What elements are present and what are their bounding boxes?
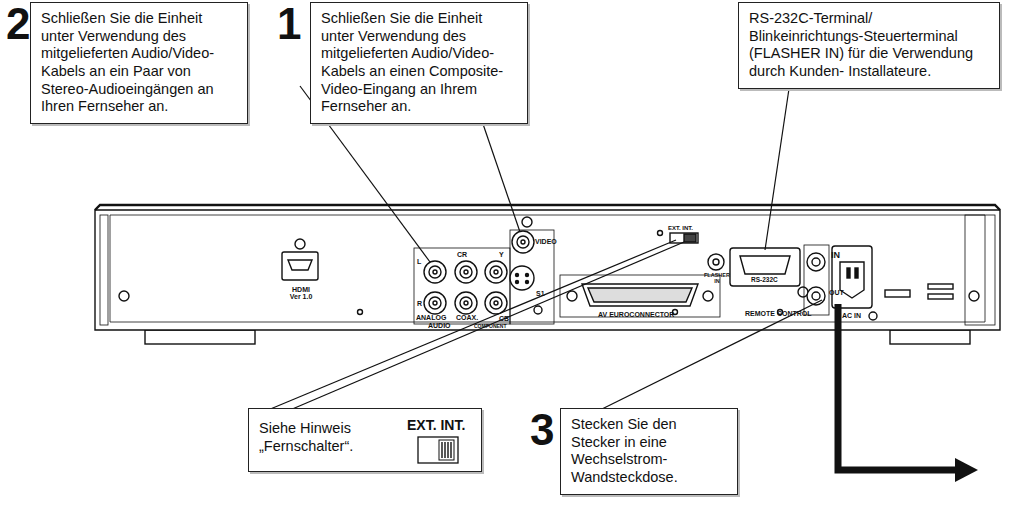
callout-number: 2	[6, 2, 30, 46]
callout-box: RS-232C-Terminal/ Blinkeinrichtungs-Steu…	[738, 2, 1000, 89]
panel-label: CB	[499, 315, 509, 322]
callout-text: Schließen Sie die Einheit unter Verwendu…	[321, 10, 517, 116]
panel-label: VIDEO	[535, 238, 557, 245]
panel-label: AUDIO	[428, 322, 451, 329]
callout-text: Siehe Hinweis „Fernschalter“.	[259, 420, 355, 455]
callout-box: Stecken Sie den Stecker in eine Wechsels…	[560, 408, 738, 495]
callout-text: Stecken Sie den Stecker in eine Wechsels…	[571, 416, 727, 487]
panel-label: REMOTE CONTROL	[745, 310, 812, 317]
callout-number: 1	[277, 2, 301, 46]
callout-box: Schließen Sie die Einheit unter Verwendu…	[310, 2, 528, 124]
panel-label: CR	[457, 251, 467, 258]
slide-switch	[417, 436, 467, 466]
panel-label: HDMI Ver 1.0	[286, 286, 316, 300]
callout-text: RS-232C-Terminal/ Blinkeinrichtungs-Steu…	[749, 10, 989, 81]
panel-label: Y	[499, 251, 504, 258]
switch-label: EXT. INT.	[407, 417, 465, 434]
panel-label: FLASHER IN	[704, 273, 730, 284]
panel-label: R	[417, 300, 422, 307]
panel-label: COAX.	[456, 314, 478, 321]
panel-label: RS-232C	[751, 277, 778, 284]
callout-text: Schließen Sie die Einheit unter Verwendu…	[41, 10, 237, 116]
panel-label: S1	[536, 290, 545, 297]
panel-label: OUT	[829, 289, 844, 296]
panel-label: AC IN	[842, 312, 861, 319]
panel-label: L	[417, 258, 421, 265]
callout-box: Siehe Hinweis „Fernschalter“. EXT. INT.	[248, 408, 482, 472]
panel-label: ANALOG	[416, 314, 446, 321]
panel-label: EXT. INT.	[668, 225, 693, 231]
callout-box: Schließen Sie die Einheit unter Verwendu…	[30, 2, 248, 124]
panel-label: IN	[831, 251, 840, 260]
panel-label: AV EUROCONNECTOR	[598, 311, 674, 318]
panel-label: COMPONENT	[474, 324, 507, 329]
callout-number: 3	[530, 408, 554, 452]
